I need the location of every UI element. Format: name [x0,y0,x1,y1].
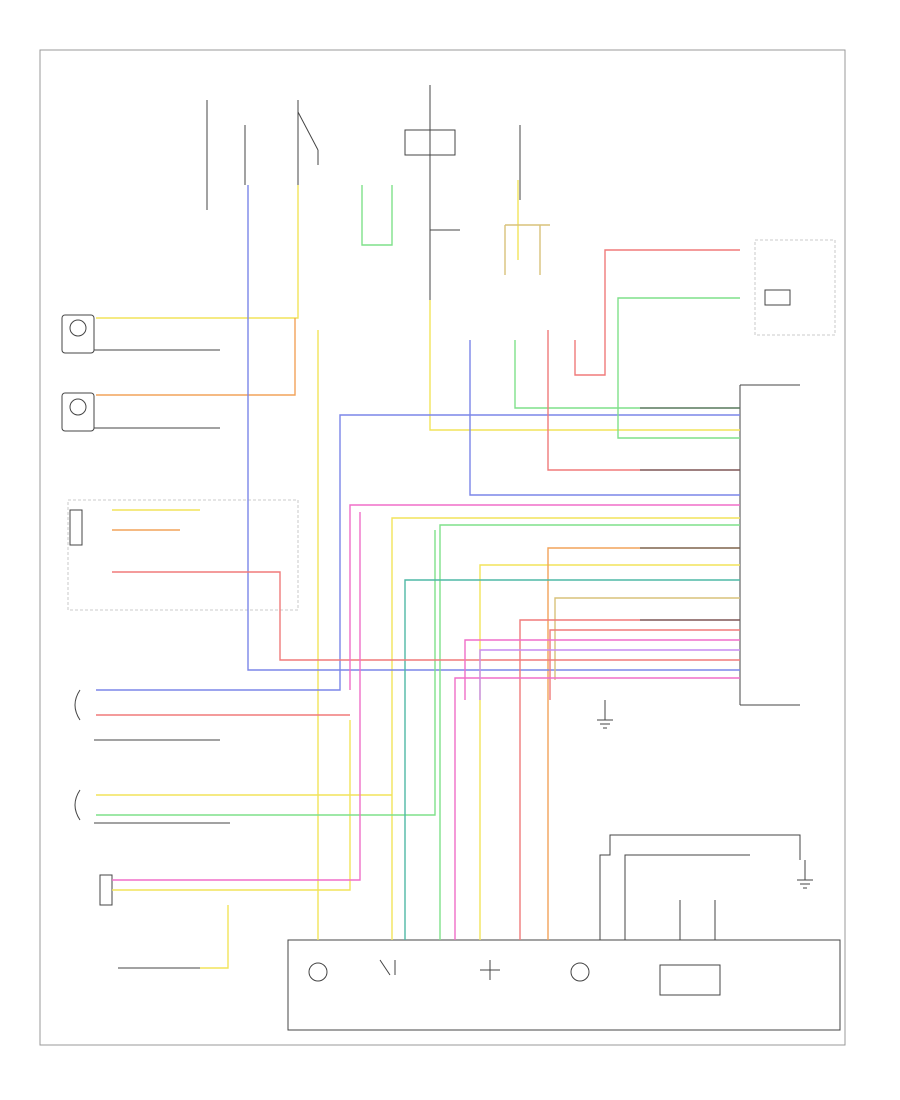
wire-red-5 [519,619,740,940]
wire-blue-1 [247,185,740,671]
wire-pink-2 [454,677,740,940]
wire-green-2 [514,340,740,409]
wire-yellow-6 [479,564,740,940]
wire-blue-2 [96,414,740,691]
headlamp-switch [287,939,841,1031]
courtesy-lamp-left [61,314,95,354]
wire-yellow-8 [112,720,351,891]
right-door-switch [74,789,81,821]
wire-green-3 [439,524,740,940]
left-door-switch [74,689,81,721]
wire-green-1 [617,297,740,439]
wire-violet-1 [479,649,740,700]
wire-tan-1 [504,224,550,275]
dome-lamp-switch [67,499,299,611]
ground-symbol [597,700,813,889]
diagram-frame [39,49,846,1046]
wire-yellow-5 [391,517,740,940]
wire-red-1 [112,571,740,661]
multifunction-switch [754,239,836,336]
wire-pink-4 [112,512,361,881]
fuse-block-top [206,85,521,300]
wire-green-4 [96,530,436,816]
wire-pink-3 [464,639,740,700]
lighting-control-module [739,384,800,706]
luggage-lamp [99,874,113,906]
wire-blue-3 [469,340,740,496]
wire-red-6 [549,629,740,700]
wire-yellow-3 [429,300,740,431]
wire-orange-1 [96,318,296,396]
wire-green-loop [361,185,393,246]
wire-red-3 [574,249,740,376]
courtesy-lamp-right [61,392,95,432]
wire-orange-3 [547,547,740,940]
wire-red-4 [547,330,740,471]
wire-teal-1 [404,579,740,940]
module-connector-pins [640,407,740,621]
wire-yellow-1 [96,185,299,319]
wire-tan-2 [554,597,740,680]
wire-yellow-10 [200,905,229,969]
wire-pink-1 [349,504,740,690]
